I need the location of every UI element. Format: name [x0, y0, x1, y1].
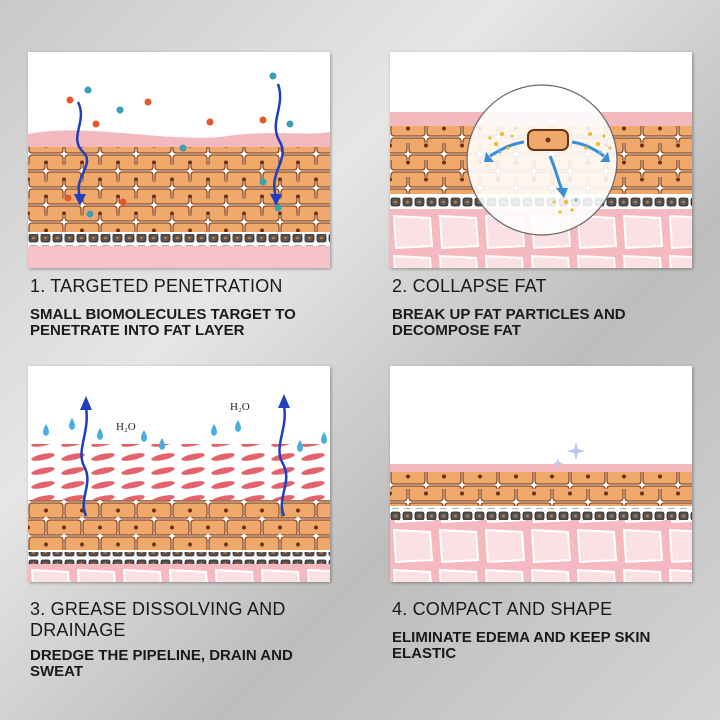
step-2-description: BREAK UP FAT PARTICLES AND DECOMPOSE FAT — [392, 306, 626, 339]
drainage-illustration: H₂O H₂O — [28, 394, 330, 582]
panel-targeted-penetration — [28, 52, 330, 268]
molecules — [64, 72, 294, 218]
h2o-label-1: H₂O — [116, 421, 136, 433]
panel-collapse-fat — [390, 52, 692, 268]
panel-compact-shape — [390, 366, 692, 582]
step-1-description: SMALL BIOMOLECULES TARGET TO PENETRATE I… — [30, 306, 296, 339]
step-4-description: ELIMINATE EDEMA AND KEEP SKIN ELASTIC — [392, 629, 651, 662]
penetration-arrow-right — [273, 83, 284, 198]
collapse-illustration — [390, 84, 692, 268]
step-4-title: 4. COMPACT AND SHAPE — [392, 599, 613, 619]
penetration-illustration — [28, 72, 330, 268]
drain-arrow-left — [80, 407, 89, 517]
drain-arrow-right — [278, 405, 288, 517]
penetration-arrow-left — [76, 101, 89, 198]
water-droplets — [43, 418, 327, 452]
compact-illustration — [390, 442, 692, 582]
fat-particles — [488, 132, 612, 214]
step-2-title: 2. COLLAPSE FAT — [392, 276, 547, 296]
step-1-title: 1. TARGETED PENETRATION — [30, 276, 283, 296]
step-3-description: DREDGE THE PIPELINE, DRAIN AND SWEAT — [30, 647, 293, 680]
magnifier-circle — [466, 84, 618, 236]
h2o-label-2: H₂O — [230, 401, 250, 413]
panel-grease-dissolving: H₂O H₂O — [28, 366, 330, 582]
step-3-title: 3. GREASE DISSOLVING AND DRAINAGE — [30, 599, 286, 640]
sparkle-icon — [552, 442, 585, 469]
